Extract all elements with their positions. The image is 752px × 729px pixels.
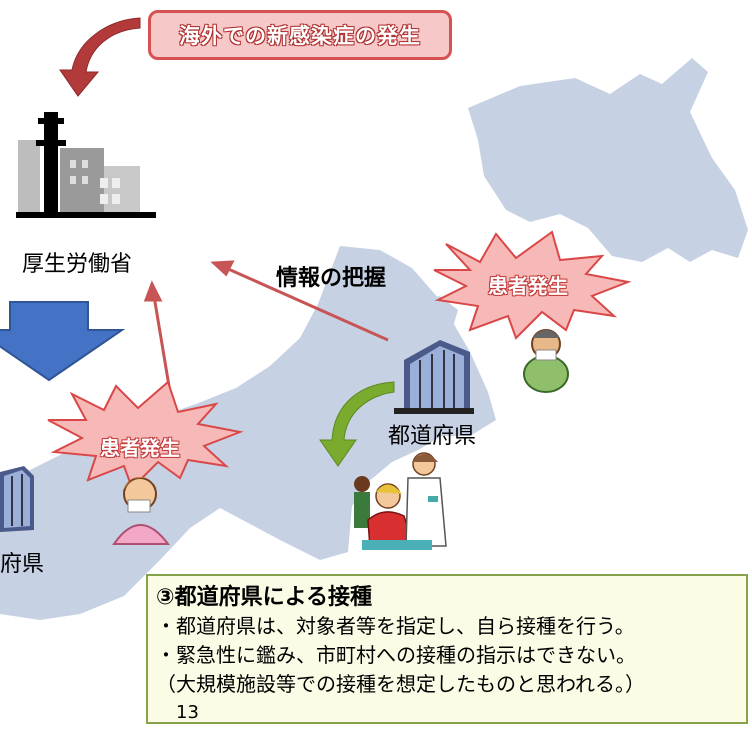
prefecture-building-icon (394, 340, 474, 414)
burst-right (433, 230, 632, 340)
red-curved-arrow (59, 17, 141, 97)
prefecture-label: 都道府県 (388, 424, 477, 449)
burst-left (47, 380, 244, 490)
info-label: 情報の把握 (276, 266, 387, 291)
green-curved-arrow (319, 381, 395, 467)
note-box: ③都道府県による接種 ・都道府県は、対象者等を指定し、自ら接種を行う。 ・緊急性… (146, 574, 748, 724)
page-number: 13 (176, 702, 199, 723)
ministry-building-icon (16, 112, 156, 218)
note-line-2: ・緊急性に鑑み、市町村への接種の指示はできない。 (156, 643, 636, 667)
note-line-3: （大規模施設等での接種を想定したものと思われる。） (156, 672, 645, 696)
burst-left-text: 患者発生 (100, 436, 180, 460)
note-title: ③都道府県による接種 (156, 585, 372, 610)
islet-shape (418, 296, 458, 330)
prefecture-building-left-icon (0, 466, 34, 532)
burst-right-text: 患者発生 (488, 274, 568, 298)
outbreak-banner-text: 海外での新感染症の発生 (179, 24, 421, 48)
honshu-shape (0, 246, 496, 620)
note-line-1: ・都道府県は、対象者等を指定し、自ら接種を行う。 (156, 614, 635, 638)
sick-person-left-icon (112, 477, 170, 545)
japan-map (0, 58, 748, 620)
prefecture-partial-label: 府県 (0, 552, 45, 577)
blue-down-arrow (0, 301, 126, 382)
ministry-label: 厚生労働省 (22, 252, 133, 277)
hokkaido-shape (468, 58, 748, 262)
sick-person-right-icon (523, 329, 569, 393)
outbreak-banner: 海外での新感染症の発生 (148, 10, 452, 60)
vaccination-scene-icon (354, 452, 447, 550)
